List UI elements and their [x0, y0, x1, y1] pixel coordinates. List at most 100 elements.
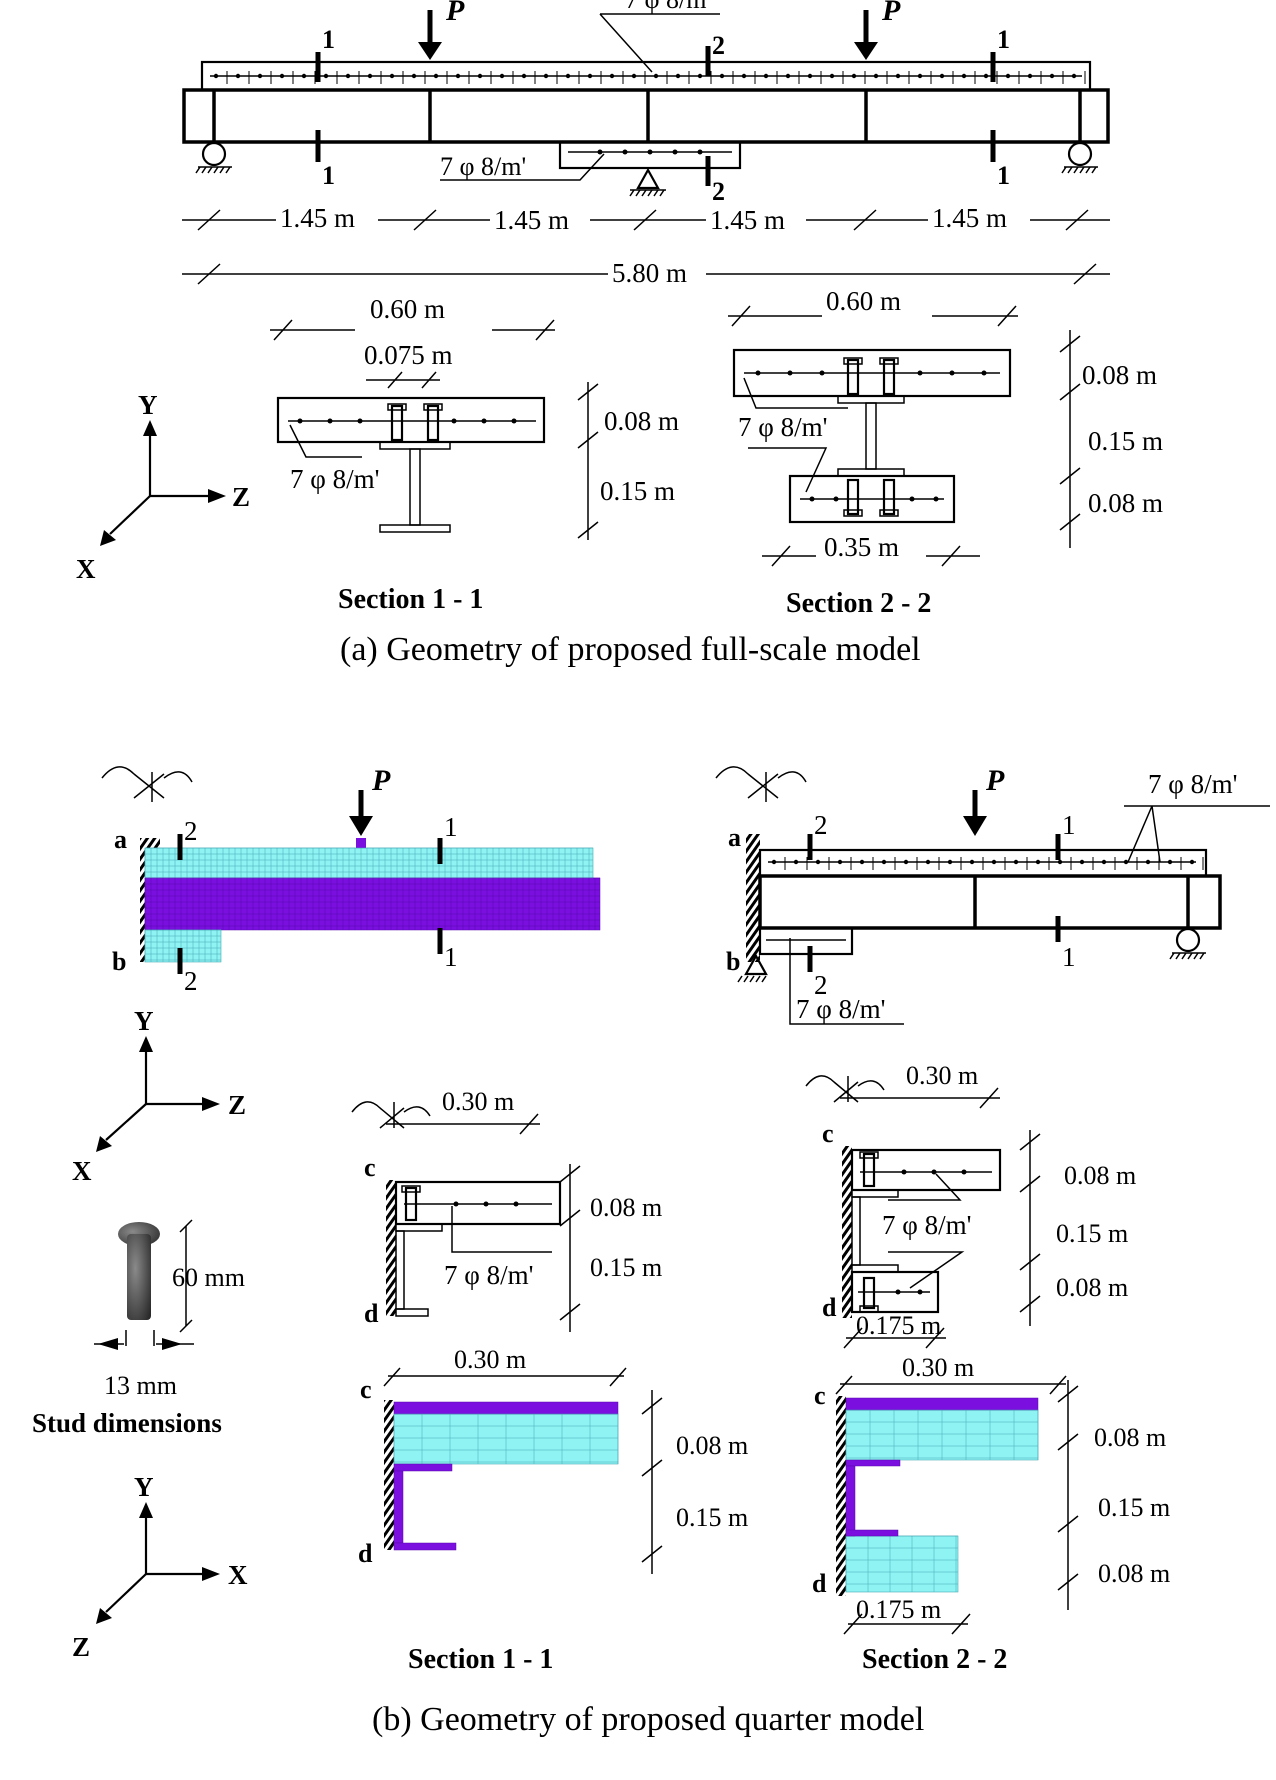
bottom-width-dim: 0.175 m [856, 1311, 941, 1340]
point-c: c [360, 1375, 372, 1404]
slab-depth-dim: 0.08 m [1082, 360, 1157, 390]
section-mark: 2 [184, 966, 198, 996]
caption-a: (a) Geometry of proposed full-scale mode… [340, 631, 921, 668]
point-b: b [726, 947, 740, 976]
total-span: 5.80 m [612, 258, 687, 288]
axis-triad-b1: Y Z X [72, 1006, 246, 1186]
rebar-label: 7 φ 8/m' [1148, 769, 1237, 799]
quarter-section-2-2-mesh: 0.30 m c d 0.175 m 0.08 m 0.15 m 0.08 m [812, 1353, 1170, 1635]
width-dim: 0.60 m [370, 294, 445, 324]
axis-triad-b2: Y X Z [72, 1472, 248, 1662]
section-mark: 2 [184, 816, 198, 846]
point-d: d [812, 1569, 827, 1598]
slab-depth-dim: 0.08 m [676, 1431, 748, 1460]
span-dim: 1.45 m [932, 203, 1007, 233]
rebar-label: 7 φ 8/m' [440, 152, 526, 181]
full-section-2-2: 0.60 m 7 φ 8/m' 0.35 m 0.08 m 0.15 m 0.0… [728, 286, 1163, 619]
bottom-depth-dim: 0.08 m [1056, 1273, 1128, 1302]
section-mark: 1 [997, 161, 1010, 190]
bottom-depth-dim: 0.08 m [1098, 1559, 1170, 1588]
section-mark: 2 [814, 970, 828, 1000]
steel-web [409, 448, 421, 526]
load-label: P [985, 764, 1005, 797]
slab-depth-dim: 0.08 m [1064, 1161, 1136, 1190]
point-c: c [814, 1381, 826, 1410]
concrete-slab-mesh [144, 847, 594, 879]
section-mark: 1 [1062, 810, 1076, 840]
rebar-label: 7 φ 8/m' [738, 412, 827, 442]
steel-depth-dim: 0.15 m [1056, 1219, 1128, 1248]
point-d: d [822, 1293, 837, 1322]
section-mark: 2 [712, 31, 725, 60]
span-dim: 1.45 m [710, 205, 785, 235]
steel-depth-dim: 0.15 m [676, 1503, 748, 1532]
stud-height: 60 mm [172, 1263, 245, 1292]
top-rebar-dots [213, 71, 1086, 84]
axis-x-label: X [228, 1560, 248, 1590]
bottom-depth-dim: 0.08 m [1088, 488, 1163, 518]
section-mark: 1 [444, 942, 458, 972]
rebar-label: 7 φ 8/m' [882, 1210, 971, 1240]
rebar-label: 7 φ 8/m' [444, 1260, 533, 1290]
axis-x-label: X [76, 554, 96, 584]
bottom-width-dim: 0.175 m [856, 1595, 941, 1624]
axis-y-label: Y [134, 1472, 154, 1502]
slab-depth-dim: 0.08 m [590, 1193, 662, 1222]
point-d: d [364, 1299, 379, 1328]
point-a: a [728, 823, 741, 852]
section-title: Section 1 - 1 [408, 1644, 553, 1675]
load-arrow [349, 790, 373, 836]
stud [426, 404, 440, 442]
steel-beam-mesh [144, 877, 601, 931]
quarter-model-mesh: P a b 2 2 1 1 [101, 764, 601, 996]
pin-support-middle [629, 167, 666, 197]
axis-y-label: Y [134, 1006, 154, 1036]
axis-x-label: X [72, 1156, 92, 1186]
stud-diameter: 13 mm [104, 1371, 177, 1400]
roller-support-right [1061, 141, 1098, 174]
axis-triad-a: Y Z X [76, 390, 250, 584]
section-mark: 2 [712, 177, 725, 206]
rebar-dots [297, 418, 517, 424]
bottom-block-section [788, 474, 956, 524]
stud-title: Stud dimensions [32, 1408, 222, 1438]
load-label: P [371, 764, 391, 797]
steel-beam-outline [182, 88, 1110, 144]
stud [390, 404, 404, 442]
width-dim: 0.30 m [454, 1345, 526, 1374]
width-dim: 0.30 m [902, 1353, 974, 1382]
axis-z-label: Z [72, 1632, 90, 1662]
stud-shank [127, 1234, 151, 1320]
section-mark: 1 [322, 161, 335, 190]
point-d: d [358, 1539, 373, 1568]
steel-depth-dim: 0.15 m [1098, 1493, 1170, 1522]
load-arrow-left [418, 10, 442, 60]
section-mark: 1 [322, 25, 335, 54]
steel-depth-dim: 0.15 m [1088, 426, 1163, 456]
bottom-block-mesh [144, 929, 222, 963]
section-title: Section 2 - 2 [862, 1644, 1007, 1675]
span-dimensions: 1.45 m 1.45 m 1.45 m 1.45 m 5.80 m [182, 203, 1110, 288]
bottom-width-dim: 0.35 m [824, 532, 899, 562]
steel-depth-dim: 0.15 m [600, 476, 675, 506]
quarter-section-2-2-drawing: 0.30 m c d 7 φ 8/m' 0.175 m 0.08 m 0.15 … [805, 1061, 1136, 1349]
load-pad [356, 838, 366, 848]
point-c: c [822, 1119, 834, 1148]
rebar-label: 7 φ 8/m' [290, 464, 379, 494]
point-b: b [112, 947, 126, 976]
width-dim: 0.30 m [442, 1087, 514, 1116]
section-title: Section 1 - 1 [338, 584, 483, 615]
quarter-section-1-1-mesh: 0.30 m c d 0.08 m 0.15 m [358, 1345, 748, 1574]
load-arrow-right [854, 10, 878, 60]
rebar-label: 7 φ 8/m' [625, 0, 711, 14]
load-label: P [881, 0, 901, 27]
axis-z-label: Z [228, 1090, 246, 1120]
stud-figure: 60 mm 13 mm Stud dimensions [32, 1219, 245, 1438]
point-a: a [114, 825, 127, 854]
rebar-dots [809, 496, 939, 502]
point-c: c [364, 1153, 376, 1182]
section-mark: 1 [444, 812, 458, 842]
load-label: P [445, 0, 465, 27]
span-dim: 1.45 m [280, 203, 355, 233]
